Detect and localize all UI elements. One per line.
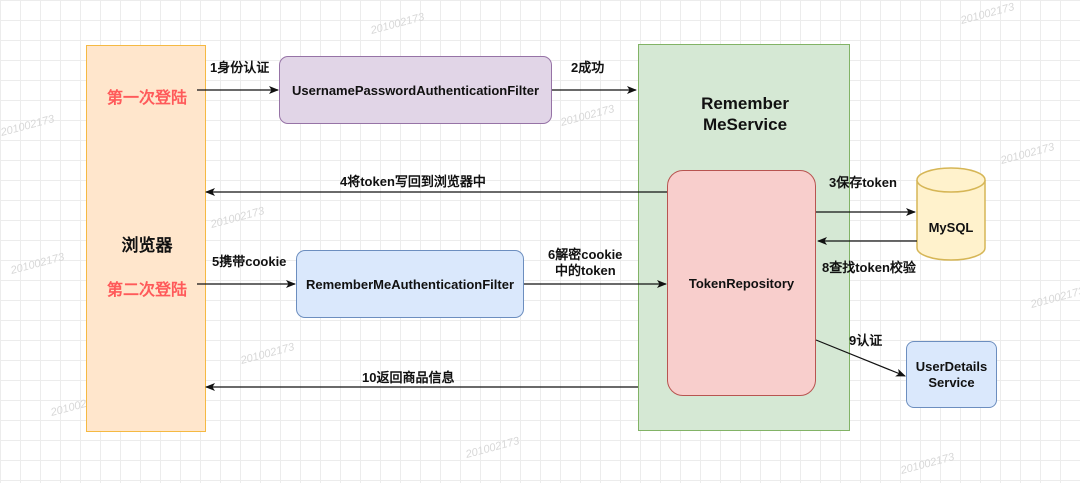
remember-me-service-title: Remember MeService: [701, 94, 789, 134]
remember-me-filter-box: RememberMeAuthenticationFilter: [296, 250, 524, 318]
watermark: 201002173: [239, 341, 296, 367]
watermark: 201002173: [1029, 285, 1080, 311]
watermark: 201002173: [559, 103, 616, 129]
watermark: 201002173: [0, 113, 56, 139]
step-9-label: 9认证: [849, 333, 883, 348]
browser-title: 浏览器: [121, 236, 173, 255]
step-3-label: 3保存token: [829, 175, 897, 190]
user-details-service-label: UserDetails Service: [915, 358, 988, 390]
watermark: 201002173: [9, 251, 66, 277]
step-6-label-line1: 6解密cookie: [548, 247, 623, 262]
step-2-label: 2成功: [571, 60, 605, 75]
token-repository-box: TokenRepository: [667, 170, 816, 396]
browser-box: 第一次登陆 浏览器 第二次登陆: [86, 45, 206, 432]
step-10-label: 10返回商品信息: [362, 370, 455, 385]
watermark: 201002173: [464, 435, 521, 461]
first-login-label: 第一次登陆: [106, 90, 187, 107]
step-5-label: 5携带cookie: [212, 254, 287, 269]
watermark: 201002173: [999, 141, 1056, 167]
watermark: 201002173: [209, 205, 266, 231]
step-8-label: 8查找token校验: [822, 260, 916, 275]
watermark: 201002173: [959, 1, 1016, 27]
watermark: 201002173: [899, 451, 956, 477]
second-login-label: 第二次登陆: [106, 282, 187, 299]
mysql-label: MySQL: [928, 220, 974, 235]
step-1-label: 1身份认证: [210, 60, 270, 75]
remember-me-filter-label: RememberMeAuthenticationFilter: [305, 276, 515, 292]
token-repository-label: TokenRepository: [688, 275, 795, 291]
watermark: 201002173: [369, 11, 426, 37]
user-details-service-box: UserDetails Service: [906, 341, 997, 408]
username-password-filter-label: UsernamePasswordAuthenticationFilter: [291, 82, 540, 98]
step-6-label-line2: 中的token: [555, 263, 616, 278]
step-4-label: 4将token写回到浏览器中: [340, 174, 486, 189]
username-password-filter-box: UsernamePasswordAuthenticationFilter: [279, 56, 552, 124]
